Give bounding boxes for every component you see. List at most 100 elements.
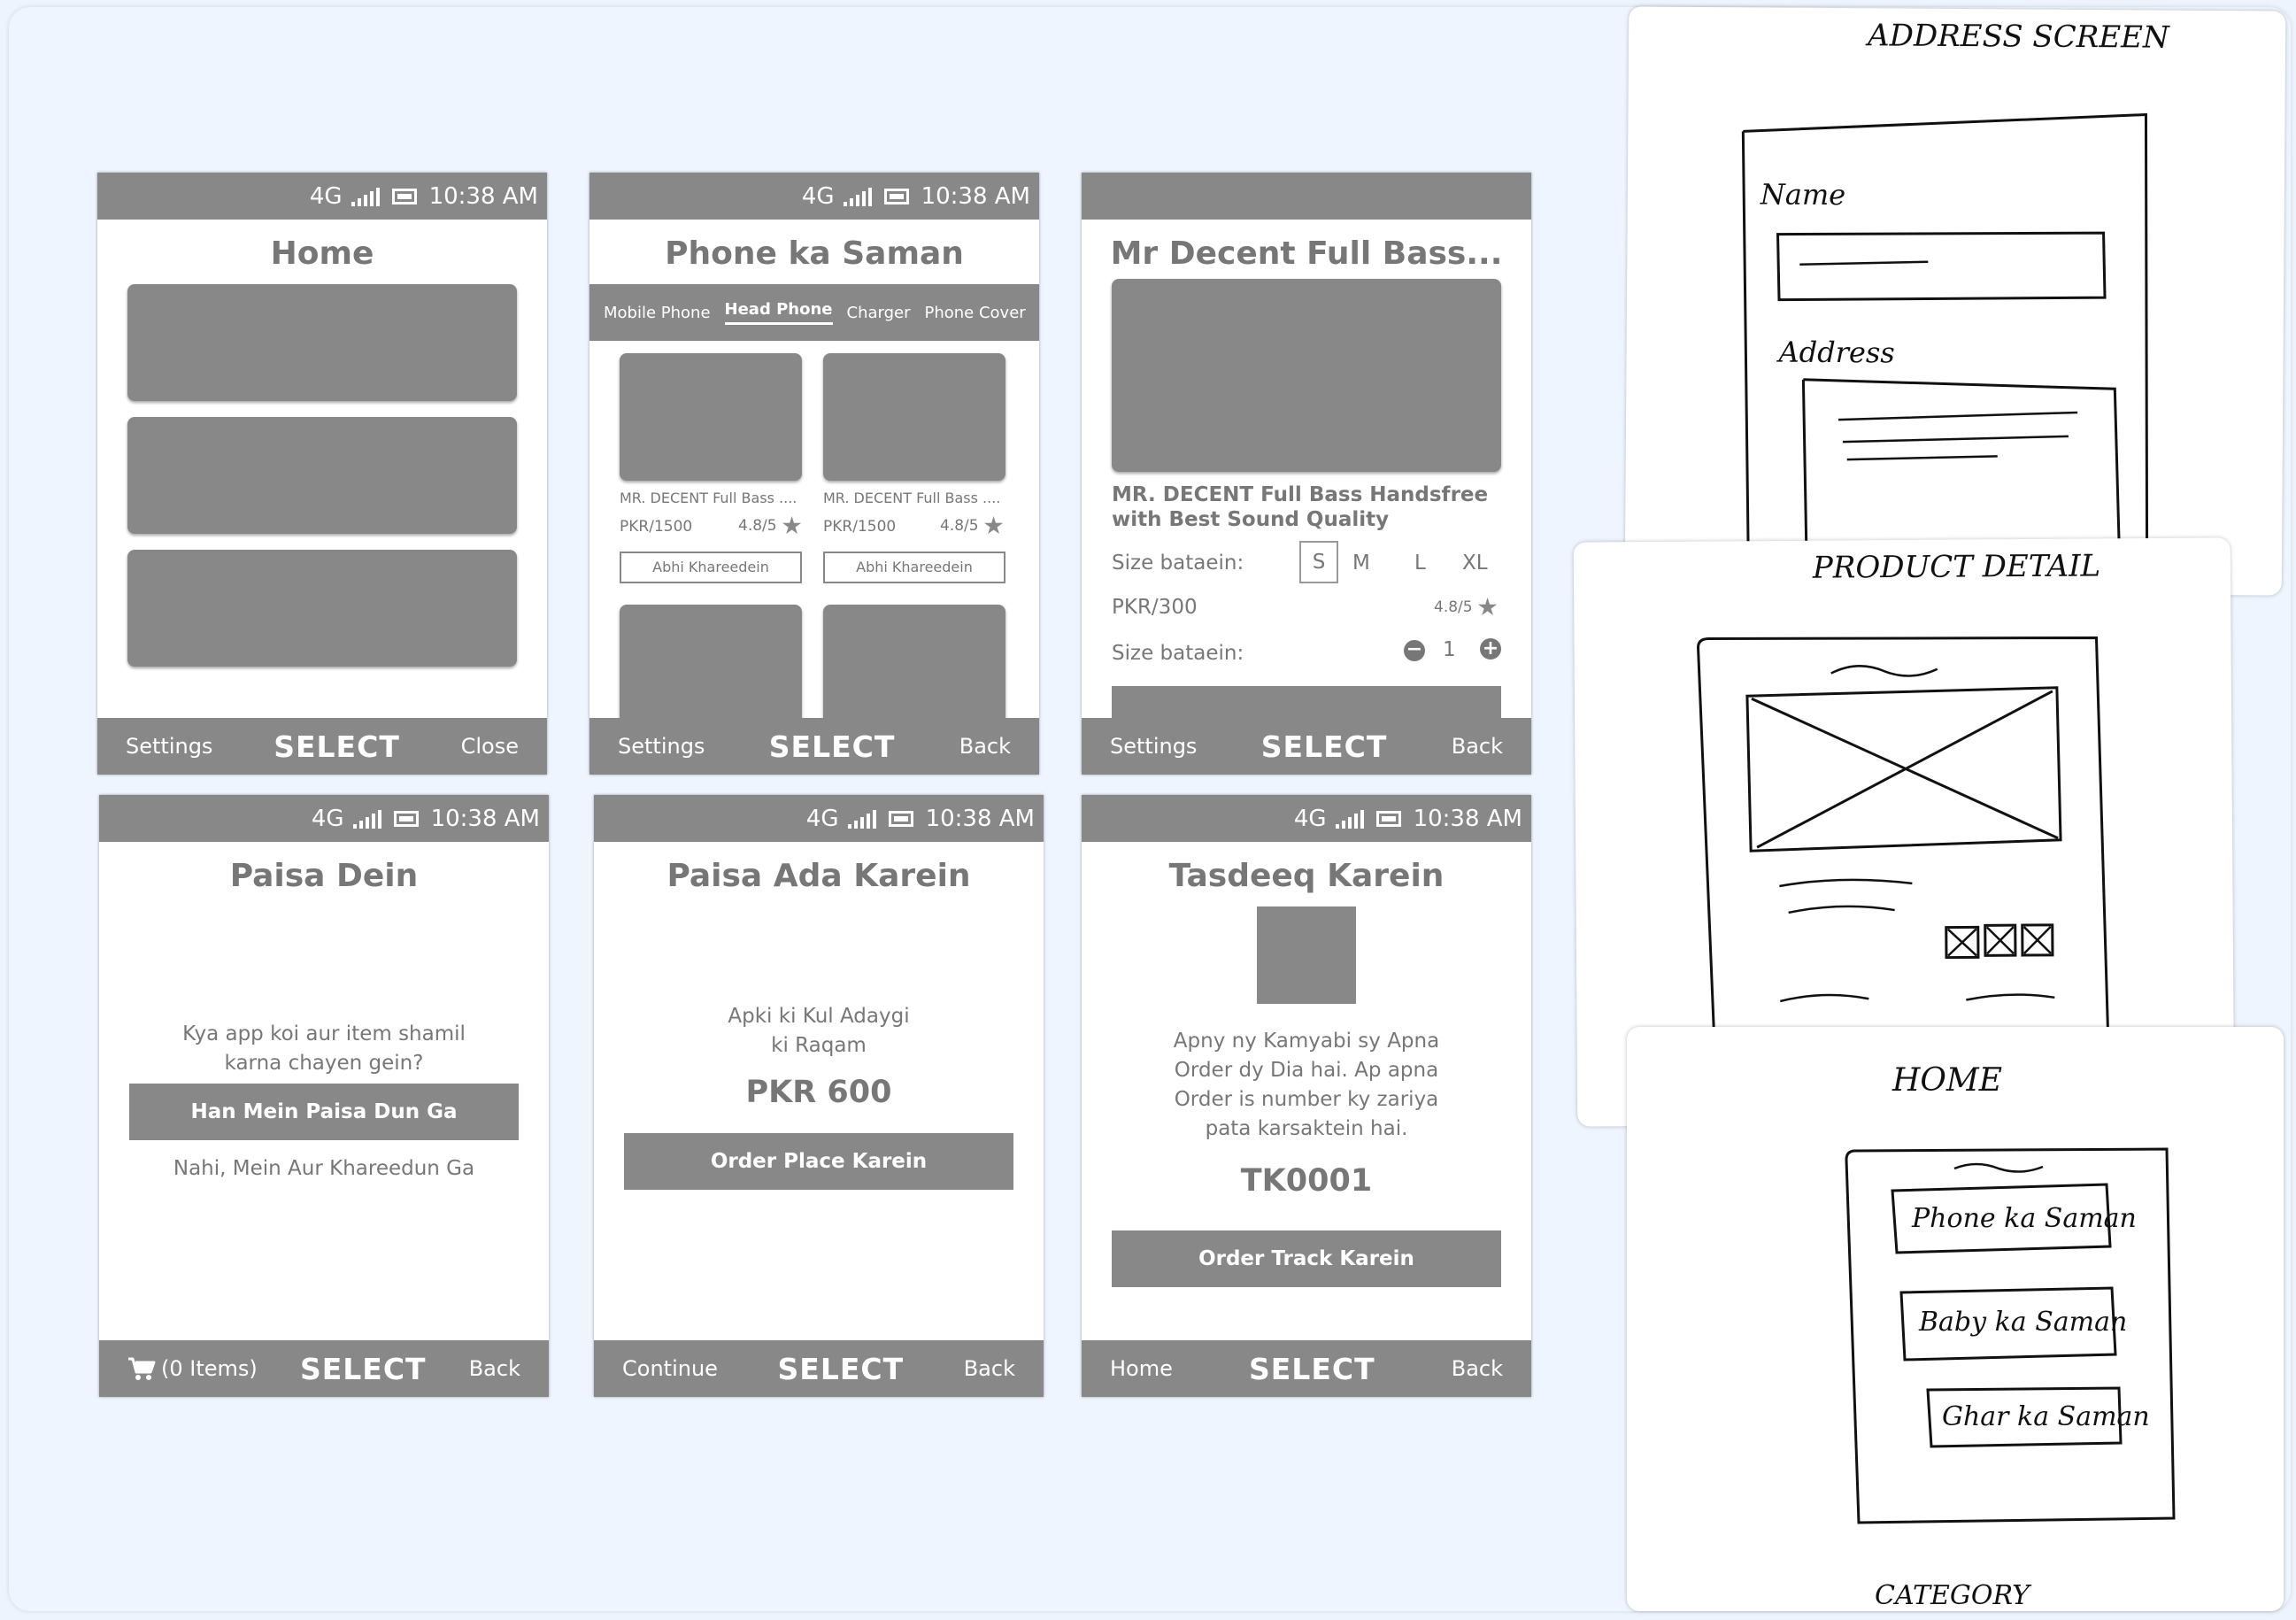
- clock: 10:38 AM: [921, 182, 1030, 210]
- total-amount-label: Apki ki Kul Adaygi ki Raqam: [728, 1005, 910, 1057]
- success-image: [1257, 906, 1356, 1004]
- sketch-address-label: Address: [1776, 336, 1894, 370]
- product-rating: 4.8/5: [1434, 598, 1498, 617]
- cart-softkey[interactable]: (0 Items): [127, 1356, 258, 1381]
- quantity-label: Size bataein:: [1112, 642, 1244, 665]
- page-title: Paisa Dein: [229, 858, 419, 894]
- total-amount: PKR 600: [745, 1075, 892, 1110]
- softkey-bar: Continue SELECT Back: [594, 1340, 1044, 1397]
- star-icon: [984, 516, 1004, 535]
- product-image: [1112, 279, 1501, 472]
- tab-charger[interactable]: Charger: [846, 303, 911, 322]
- product-image[interactable]: [823, 353, 1005, 481]
- clock: 10:38 AM: [430, 805, 540, 832]
- category-card-1[interactable]: [127, 284, 517, 401]
- network-label: 4G: [805, 805, 839, 832]
- screen-payment: 4G 10:38 AM Paisa Ada Karein Apki ki Kul…: [594, 795, 1044, 1397]
- size-option-s[interactable]: S: [1299, 541, 1338, 583]
- sketch-product-detail: PRODUCT DETAIL: [1573, 537, 2235, 1127]
- back-softkey[interactable]: Back: [959, 734, 1011, 759]
- product-title: MR. DECENT Full Bass Handsfree with Best…: [1112, 483, 1489, 531]
- product-image[interactable]: [823, 605, 1005, 737]
- clock: 10:38 AM: [925, 805, 1035, 832]
- add-to-cart-bar[interactable]: [1112, 686, 1501, 721]
- sketch-heading: HOME: [1892, 1062, 2002, 1099]
- track-order-button[interactable]: Order Track Karein: [1112, 1230, 1501, 1287]
- page-title: Phone ka Saman: [665, 235, 964, 272]
- status-bar: 4G 10:38 AM: [589, 173, 1039, 220]
- back-softkey[interactable]: Back: [468, 1356, 520, 1381]
- sketch-category-3: Ghar ka Saman: [1942, 1401, 2150, 1432]
- product-image[interactable]: [620, 353, 802, 481]
- sketch-home: HOME Phone ka Saman Baby ka Saman Ghar k…: [1627, 1027, 2284, 1611]
- select-softkey[interactable]: SELECT: [777, 1351, 905, 1386]
- battery-icon: [1375, 810, 1401, 827]
- size-option-l[interactable]: L: [1414, 552, 1426, 575]
- battery-icon: [888, 810, 913, 827]
- tab-head-phone[interactable]: Head Phone: [724, 300, 833, 325]
- quantity-value: 1: [1443, 638, 1456, 661]
- size-option-xl[interactable]: XL: [1462, 552, 1488, 575]
- signal-icon: [1335, 809, 1364, 829]
- close-softkey[interactable]: Close: [460, 734, 519, 759]
- size-option-m[interactable]: M: [1352, 552, 1370, 575]
- sketch-name-label: Name: [1760, 177, 1846, 212]
- page-title: Home: [270, 235, 374, 272]
- screen-home: 4G 10:38 AM Home Settings SELECT Close: [97, 173, 547, 775]
- buy-now-button[interactable]: Abhi Khareedein: [823, 552, 1005, 583]
- status-bar: 4G 10:38 AM: [1082, 795, 1531, 842]
- order-number: TK0001: [1240, 1163, 1373, 1199]
- softkey-bar: Settings SELECT Close: [97, 718, 547, 775]
- product-price: PKR/1500: [823, 518, 897, 536]
- signal-icon: [843, 187, 872, 206]
- category-card-2[interactable]: [127, 417, 517, 534]
- tab-phone-cover[interactable]: Phone Cover: [924, 303, 1026, 322]
- cart-icon: [128, 1357, 156, 1380]
- product-sketch-drawing: PRODUCT DETAIL: [1697, 548, 2110, 1038]
- add-more-question: Kya app koi aur item shamil karna chayen…: [182, 1022, 466, 1075]
- sketch-heading: PRODUCT DETAIL: [1812, 548, 2101, 585]
- screen-confirmation: 4G 10:38 AM Tasdeeq Karein Apny ny Kamya…: [1082, 795, 1531, 1397]
- settings-softkey[interactable]: Settings: [1110, 734, 1198, 759]
- place-order-button[interactable]: Order Place Karein: [624, 1133, 1013, 1190]
- page-title: Tasdeeq Karein: [1168, 858, 1445, 894]
- pay-now-button[interactable]: Han Mein Paisa Dun Ga: [129, 1084, 519, 1140]
- home-sketch-drawing: HOME Phone ka Saman Baby ka Saman Ghar k…: [1845, 1062, 2176, 1611]
- status-bar: 4G 10:38 AM: [97, 173, 547, 220]
- page-title: Paisa Ada Karein: [666, 858, 971, 894]
- continue-shopping-link[interactable]: Nahi, Mein Aur Khareedun Ga: [173, 1157, 475, 1180]
- rating-value: 4.8/5: [940, 517, 979, 535]
- select-softkey[interactable]: SELECT: [1260, 729, 1388, 764]
- cart-count: (0 Items): [161, 1356, 258, 1381]
- product-name: MR. DECENT Full Bass ....: [620, 490, 797, 506]
- back-softkey[interactable]: Back: [963, 1356, 1015, 1381]
- back-softkey[interactable]: Back: [1451, 1356, 1503, 1381]
- settings-softkey[interactable]: Settings: [126, 734, 213, 759]
- network-label: 4G: [1293, 805, 1327, 832]
- size-label: Size bataein:: [1112, 552, 1244, 575]
- screen-checkout: 4G 10:38 AM Paisa Dein Kya app koi aur i…: [99, 795, 549, 1397]
- star-icon: [1478, 598, 1498, 616]
- status-bar: [1082, 173, 1531, 220]
- settings-softkey[interactable]: Settings: [618, 734, 705, 759]
- softkey-bar: Settings SELECT Back: [1082, 718, 1531, 775]
- quantity-decrease-icon[interactable]: −: [1404, 640, 1425, 661]
- select-softkey[interactable]: SELECT: [299, 1351, 427, 1386]
- select-softkey[interactable]: SELECT: [274, 729, 400, 764]
- home-softkey[interactable]: Home: [1110, 1356, 1173, 1381]
- product-price: PKR/1500: [620, 518, 693, 536]
- buy-now-button[interactable]: Abhi Khareedein: [620, 552, 802, 583]
- back-softkey[interactable]: Back: [1451, 734, 1503, 759]
- quantity-increase-icon[interactable]: +: [1480, 638, 1501, 660]
- tab-mobile-phone[interactable]: Mobile Phone: [604, 303, 711, 322]
- product-image[interactable]: [620, 605, 802, 737]
- clock: 10:38 AM: [1413, 805, 1522, 832]
- category-card-3[interactable]: [127, 550, 517, 667]
- select-softkey[interactable]: SELECT: [1249, 1351, 1375, 1386]
- product-price: PKR/300: [1112, 596, 1198, 619]
- continue-softkey[interactable]: Continue: [622, 1356, 718, 1381]
- softkey-bar: Settings SELECT Back: [589, 718, 1039, 775]
- select-softkey[interactable]: SELECT: [768, 729, 896, 764]
- sketch-heading: ADDRESS SCREEN: [1865, 18, 2170, 55]
- battery-icon: [883, 188, 909, 204]
